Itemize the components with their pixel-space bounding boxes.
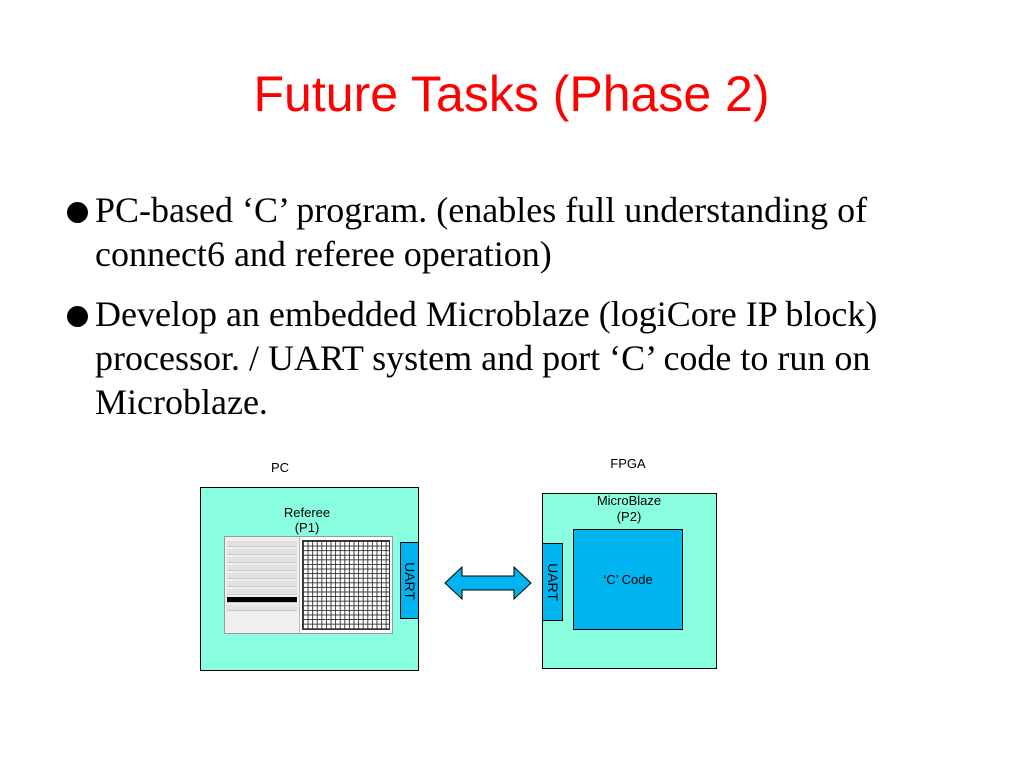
bullet-text: Develop an embedded Microblaze (logiCore… [95,294,878,422]
bullet-item: PC-based ‘C’ program. (enables full unde… [62,188,962,276]
pc-uart-box: UART [400,542,419,619]
bullet-text: PC-based ‘C’ program. (enables full unde… [95,190,868,274]
referee-sub-label: (P1) [294,520,320,535]
fpga-uart-label: UART [544,563,561,601]
bullet-list: PC-based ‘C’ program. (enables full unde… [62,188,962,440]
fpga-uart-box: UART [542,543,563,621]
game-board-grid [302,540,390,630]
slide-title: Future Tasks (Phase 2) [253,66,770,122]
bullet-dot-icon [67,202,88,223]
referee-label: Referee [283,505,331,520]
pc-uart-label: UART [401,561,418,600]
microblaze-label: MicroBlaze [596,493,662,508]
fpga-label: FPGA [610,456,646,471]
bullet-item: Develop an embedded Microblaze (logiCore… [62,292,962,424]
microblaze-sub-label: (P2) [616,509,642,524]
c-code-label: ‘C’ Code [603,572,653,587]
bullet-dot-icon [67,306,88,327]
pc-label: PC [270,460,290,475]
referee-screenshot [224,536,393,634]
referee-control-panel [225,537,300,633]
double-arrow-icon [444,565,532,601]
c-code-box: ‘C’ Code [573,529,683,630]
